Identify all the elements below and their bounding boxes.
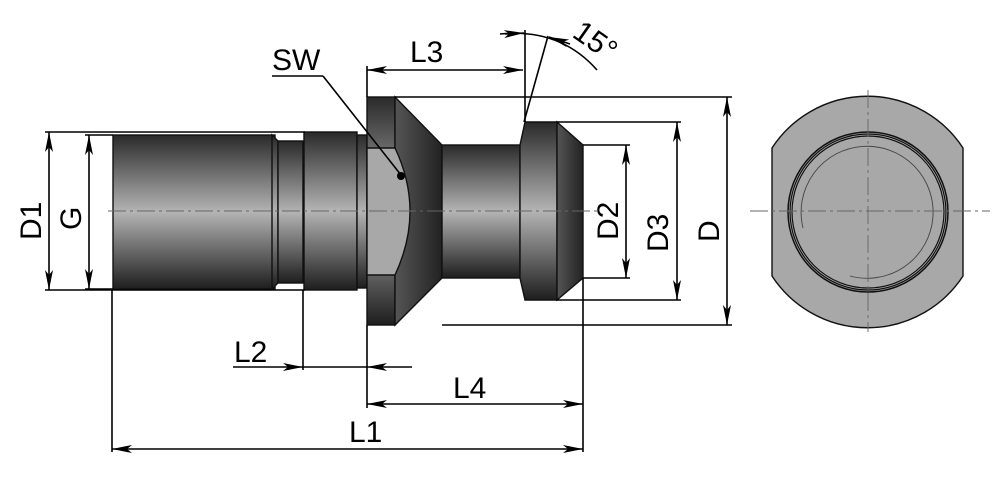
neck — [441, 144, 521, 279]
thread-section — [112, 134, 276, 290]
pull-stud-side-view — [108, 95, 600, 327]
collar-step — [356, 134, 368, 289]
leader-dot — [397, 172, 405, 180]
label-l1: L1 — [349, 416, 382, 449]
wrench-flat — [366, 147, 411, 276]
label-d: D — [693, 220, 726, 242]
undercut-groove — [277, 140, 304, 284]
label-l3: L3 — [410, 36, 443, 69]
label-angle: 15° — [567, 15, 623, 68]
label-d1: D1 — [15, 202, 48, 240]
thread-root-arc — [800, 145, 934, 279]
end-view-outline — [771, 95, 964, 329]
label-g: G — [55, 207, 88, 230]
label-l4: L4 — [453, 372, 486, 405]
label-l2: L2 — [234, 336, 267, 369]
dimensions — [45, 30, 732, 453]
label-d3: D3 — [642, 214, 675, 252]
pull-stud-end-view — [750, 90, 990, 332]
label-sw: SW — [272, 44, 321, 77]
thread-chamfer — [271, 133, 279, 291]
label-d2: D2 — [592, 202, 625, 240]
